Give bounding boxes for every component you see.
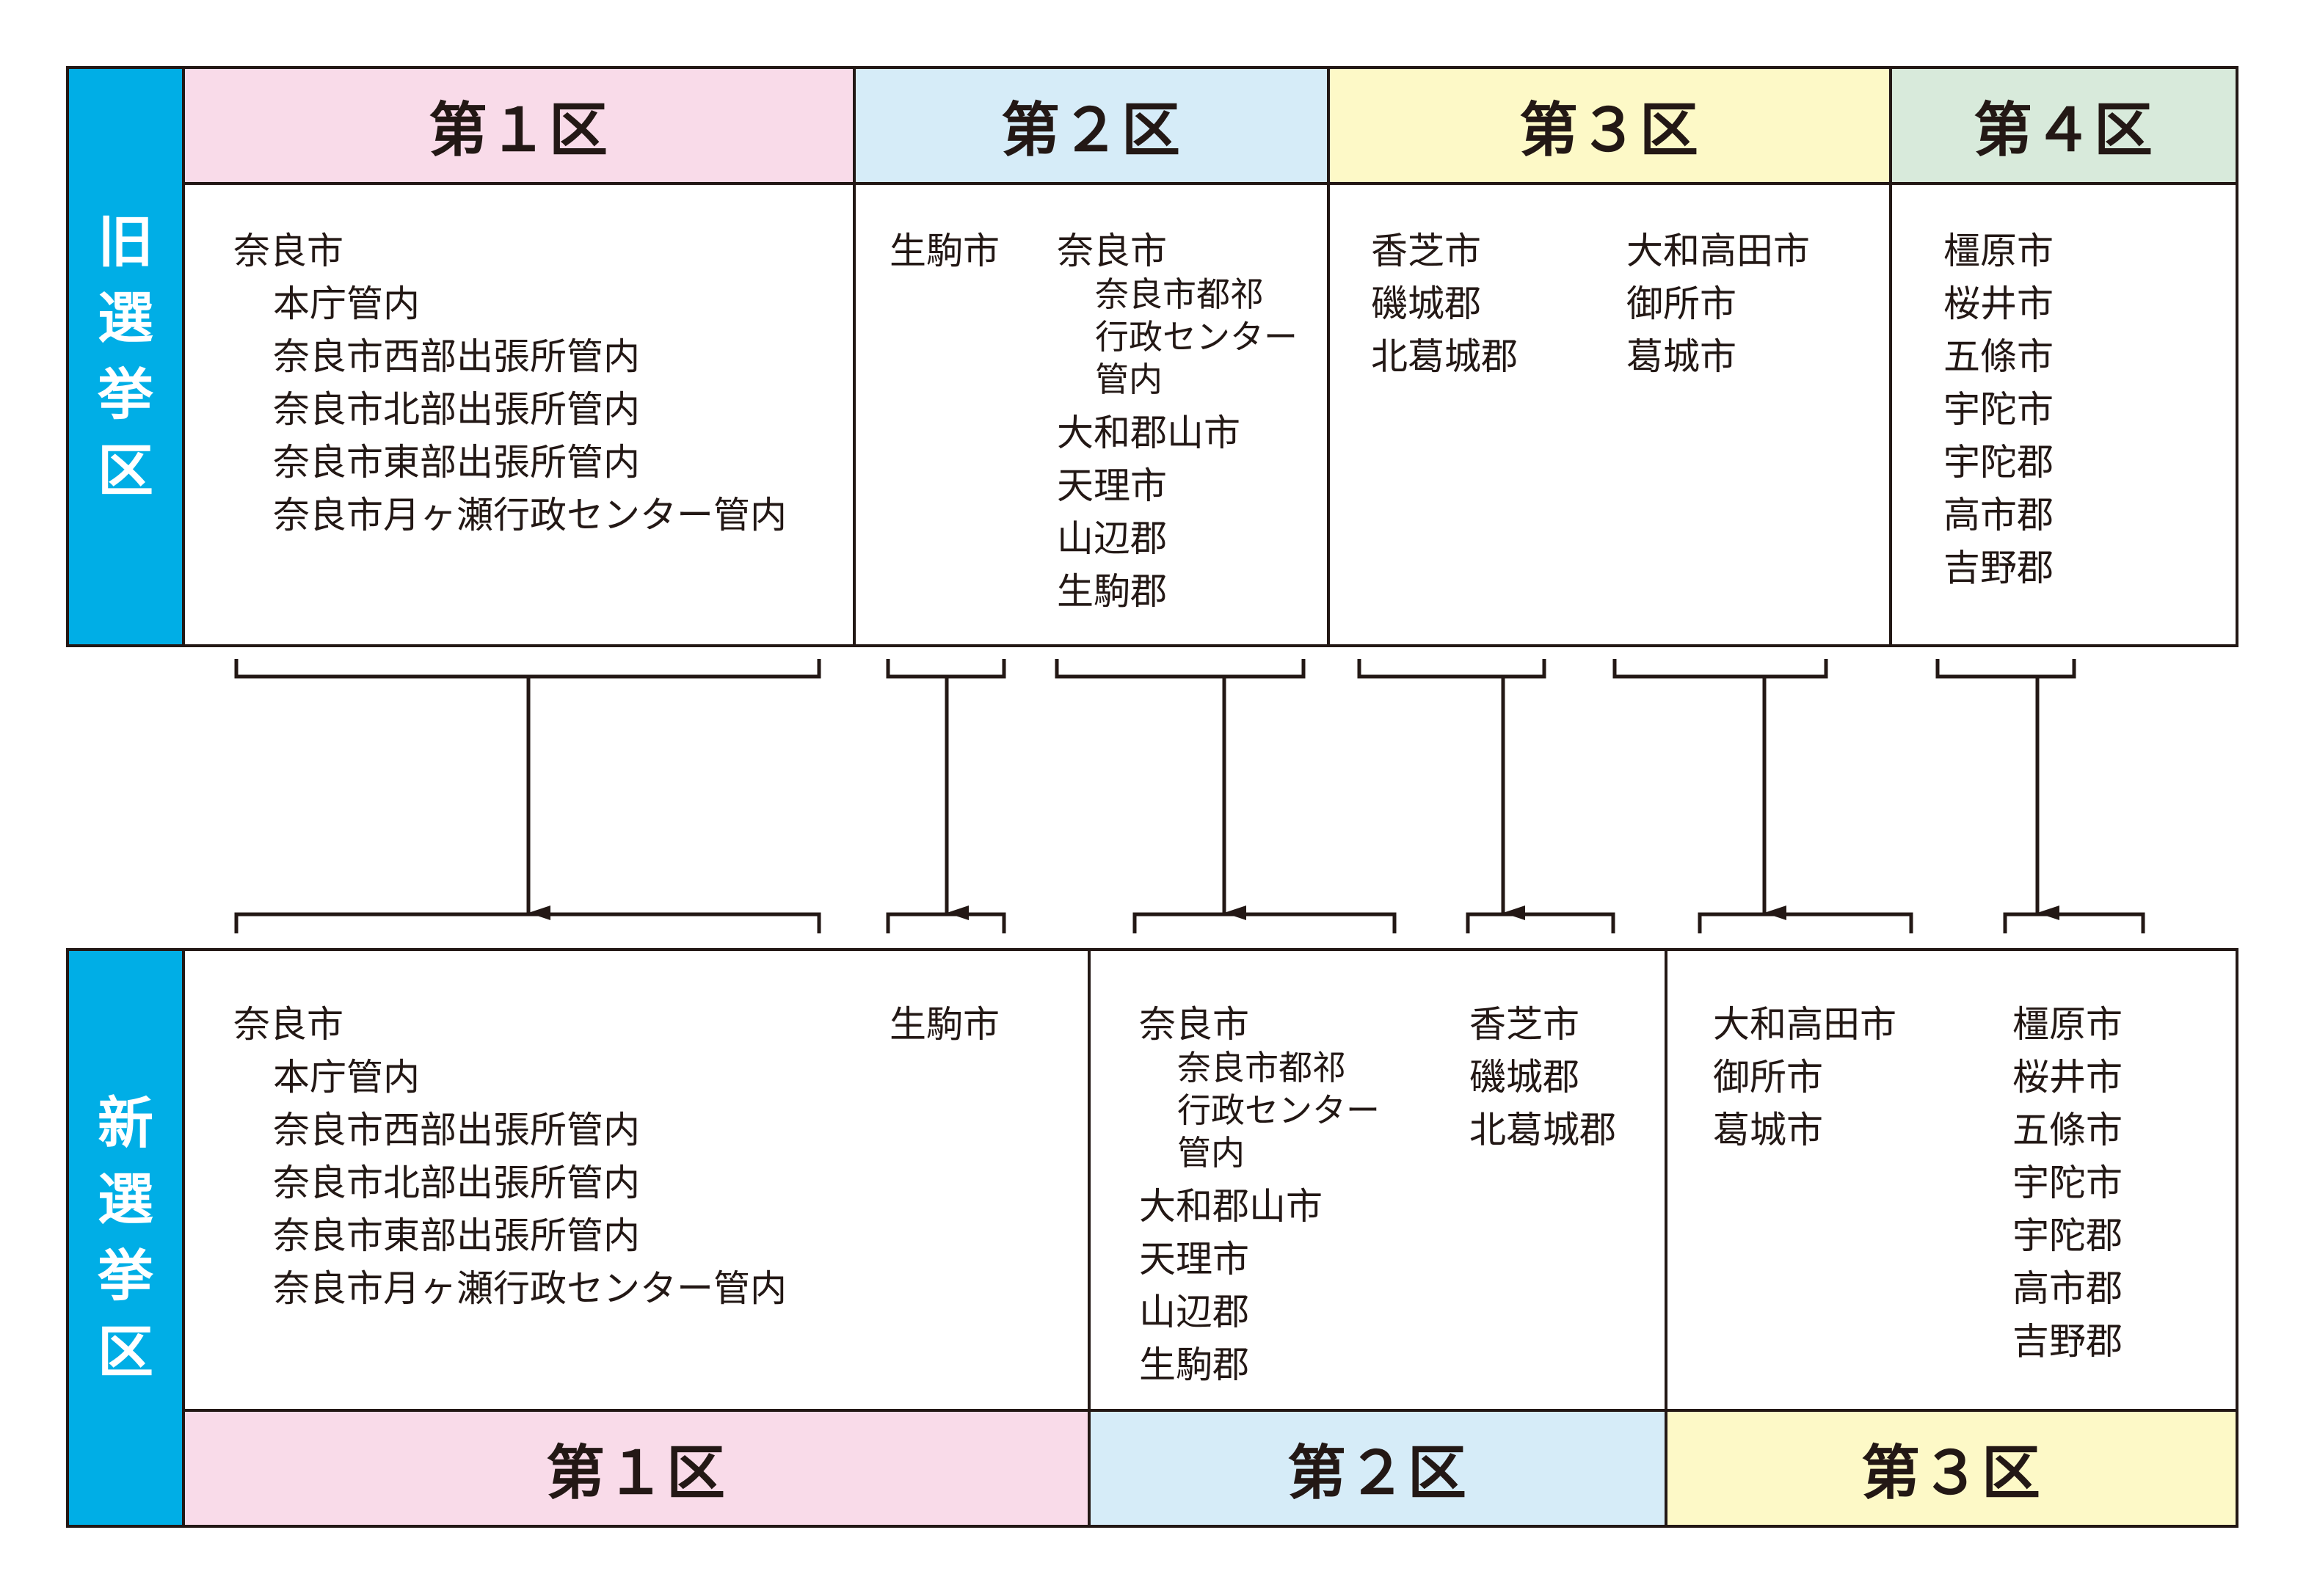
old-side-label: 旧 選 挙 区 <box>69 69 182 644</box>
new-d1-sub: 奈良市西部出張所管内 <box>273 1109 640 1151</box>
old-header-rule <box>182 182 2236 185</box>
new-d2-sub: 行政センター <box>1177 1090 1380 1130</box>
new-d3-item: 高市郡 <box>2012 1267 2123 1310</box>
old-divider <box>1889 69 1892 644</box>
new-d3-item: 吉野郡 <box>2012 1320 2123 1363</box>
old-divider <box>853 69 856 644</box>
old-bracket-d2-rest <box>1055 659 1306 679</box>
new-d1-sub: 奈良市月ヶ瀬行政センター管内 <box>273 1267 787 1310</box>
old-d4-item: 五條市 <box>1943 335 2054 378</box>
new-d1-sub: 奈良市北部出張所管内 <box>273 1162 640 1204</box>
new-d3-item: 葛城市 <box>1713 1109 1823 1151</box>
new-d3-item: 橿原市 <box>2012 1003 2123 1046</box>
new-d2-item: 北葛城郡 <box>1469 1109 1616 1151</box>
old-d1-sub: 奈良市西部出張所管内 <box>273 335 640 378</box>
old-d4-item: 高市郡 <box>1943 494 2054 536</box>
old-d3-item: 御所市 <box>1626 283 1736 325</box>
old-d2-sub: 管内 <box>1095 360 1163 399</box>
new-d3-item: 御所市 <box>1713 1056 1823 1098</box>
old-side-char: 区 <box>98 438 153 503</box>
new-side-char: 挙 <box>98 1243 153 1308</box>
old-d1-sub: 奈良市東部出張所管内 <box>273 441 640 484</box>
new-bracket-ikoma <box>886 912 1006 933</box>
new-d3-item: 宇陀市 <box>2012 1162 2123 1204</box>
new-bracket-d3-right <box>2003 912 2145 933</box>
old-d4-item: 橿原市 <box>1943 230 2054 272</box>
old-d2-rest: 大和郡山市 <box>1057 412 1240 454</box>
new-footer-rule <box>182 1409 2236 1412</box>
new-d2-rest: 大和郡山市 <box>1139 1185 1323 1228</box>
old-d1-sub: 本庁管内 <box>273 283 420 325</box>
new-d3-item: 大和高田市 <box>1713 1003 1896 1046</box>
new-d1-main: 奈良市 <box>233 1003 343 1046</box>
old-d3-item: 葛城市 <box>1626 335 1736 378</box>
old-d3-item: 香芝市 <box>1371 230 1481 272</box>
old-d2-rest: 天理市 <box>1057 464 1167 507</box>
new-bracket-d2-left <box>1132 912 1397 933</box>
new-bracket-d2-right <box>1466 912 1615 933</box>
old-d3-item: 北葛城郡 <box>1371 335 1518 378</box>
old-d2-sub: 奈良市都祁 <box>1095 274 1264 314</box>
old-header-2: 第２区 <box>856 69 1327 182</box>
old-bracket-d1 <box>234 659 821 679</box>
new-side-label: 新 選 挙 区 <box>69 951 182 1525</box>
old-d2-left: 生駒市 <box>890 230 1000 272</box>
old-bracket-d2-ikoma <box>886 659 1006 679</box>
old-side-char: 旧 <box>98 209 153 274</box>
new-bracket-d3-left <box>1698 912 1913 933</box>
new-bracket-d1 <box>234 912 821 933</box>
new-d2-item: 香芝市 <box>1469 1003 1579 1046</box>
new-d2-item: 磯城郡 <box>1469 1056 1579 1098</box>
new-d3-item: 桜井市 <box>2012 1056 2123 1098</box>
new-divider <box>1088 951 1091 1525</box>
new-d2-rest: 山辺郡 <box>1139 1291 1249 1333</box>
old-divider <box>1327 69 1330 644</box>
new-d2-main: 奈良市 <box>1139 1003 1249 1046</box>
old-d1-main: 奈良市 <box>233 230 343 272</box>
old-d2-sub: 行政センター <box>1095 317 1298 357</box>
old-d3-item: 磯城郡 <box>1371 283 1481 325</box>
old-d3-item: 大和高田市 <box>1626 230 1810 272</box>
new-divider <box>1665 951 1667 1525</box>
old-d4-item: 宇陀郡 <box>1943 441 2054 484</box>
old-d4-item: 桜井市 <box>1943 283 2054 325</box>
new-header-1: 第１区 <box>185 1412 1088 1525</box>
new-d1-right: 生駒市 <box>890 1003 1000 1046</box>
new-d1-sub: 本庁管内 <box>273 1056 420 1098</box>
old-d1-sub: 奈良市月ヶ瀬行政センター管内 <box>273 494 787 536</box>
new-side-char: 新 <box>98 1090 153 1156</box>
new-d3-item: 宇陀郡 <box>2012 1214 2123 1257</box>
old-header-1: 第１区 <box>185 69 853 182</box>
old-d2-rest: 山辺郡 <box>1057 517 1167 560</box>
old-bracket-d4 <box>1935 659 2076 679</box>
old-divider <box>182 69 185 644</box>
new-d3-item: 五條市 <box>2012 1109 2123 1151</box>
old-bracket-d3-right <box>1612 659 1828 679</box>
old-side-char: 選 <box>98 285 153 351</box>
old-d4-item: 吉野郡 <box>1943 547 2054 589</box>
new-divider <box>182 951 185 1525</box>
new-d2-rest: 生駒郡 <box>1139 1344 1249 1386</box>
new-d1-sub: 奈良市東部出張所管内 <box>273 1214 640 1257</box>
new-d2-sub: 管内 <box>1177 1133 1245 1173</box>
old-d4-item: 宇陀市 <box>1943 388 2054 431</box>
new-header-2: 第２区 <box>1091 1412 1665 1525</box>
new-d2-sub: 奈良市都祁 <box>1177 1048 1346 1087</box>
old-d2-main: 奈良市 <box>1057 230 1167 272</box>
old-header-3: 第３区 <box>1330 69 1889 182</box>
old-side-char: 挙 <box>98 362 153 427</box>
old-d1-sub: 奈良市北部出張所管内 <box>273 388 640 431</box>
old-header-4: 第４区 <box>1892 69 2236 182</box>
old-d2-rest: 生駒郡 <box>1057 570 1167 613</box>
old-bracket-d3-left <box>1357 659 1546 679</box>
new-side-char: 選 <box>98 1167 153 1232</box>
new-side-char: 区 <box>98 1319 153 1385</box>
new-header-3: 第３区 <box>1667 1412 2236 1525</box>
new-d2-rest: 天理市 <box>1139 1238 1249 1280</box>
